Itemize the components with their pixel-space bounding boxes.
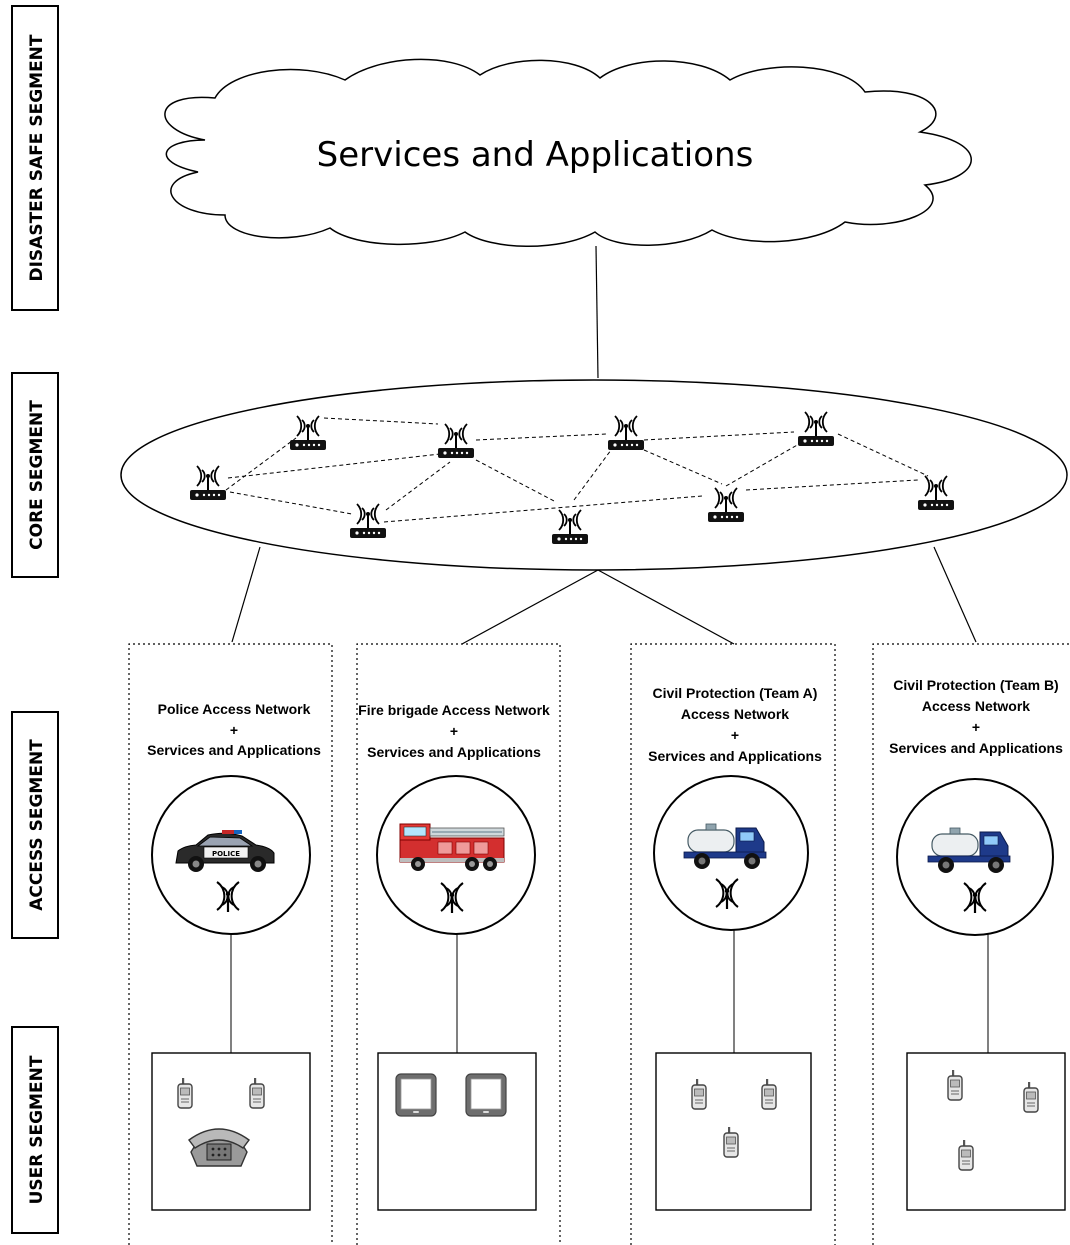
civil-a-network-subtitle: Access Network <box>681 706 789 722</box>
civil-b-network-services: Services and Applications <box>889 740 1063 756</box>
segment-label-access-text: ACCESS SEGMENT <box>27 739 47 911</box>
core-access-links <box>231 546 977 645</box>
access-network-police: Police Access Network + Services and App… <box>128 643 333 1245</box>
access-network-fire: Fire brigade Access Network + Services a… <box>356 643 561 1245</box>
desk-telephone-icon <box>188 1128 250 1167</box>
police-network-title: Police Access Network <box>158 701 311 717</box>
cloud-shape <box>164 58 972 247</box>
civil-b-network-title: Civil Protection (Team B) <box>893 677 1058 693</box>
segment-label-access: ACCESS SEGMENT <box>11 711 59 939</box>
civil-b-network-plus: + <box>972 719 980 735</box>
services-cloud: Services and Applications <box>164 58 972 247</box>
fire-network-title: Fire brigade Access Network <box>358 702 550 718</box>
civil-a-network-plus: + <box>731 727 739 743</box>
civil-a-network-services: Services and Applications <box>648 748 822 764</box>
police-network-plus: + <box>230 722 238 738</box>
civil-b-network-subtitle: Access Network <box>922 698 1030 714</box>
tablet-icon <box>465 1073 507 1117</box>
fire-network-plus: + <box>450 723 458 739</box>
core-ellipse <box>120 379 1068 571</box>
segment-label-core-text: CORE SEGMENT <box>27 400 47 550</box>
link-cloud-core <box>595 245 599 379</box>
core-mesh-links <box>225 417 929 523</box>
fire-network-services: Services and Applications <box>367 744 541 760</box>
access-network-civil-b: Civil Protection (Team B) Access Network… <box>872 643 1070 1245</box>
segment-label-user-text: USER SEGMENT <box>27 1055 47 1204</box>
civil-a-network-title: Civil Protection (Team A) <box>653 685 818 701</box>
access-network-civil-a: Civil Protection (Team A) Access Network… <box>630 643 836 1245</box>
civil-b-user-box <box>906 1052 1066 1211</box>
segment-label-user: USER SEGMENT <box>11 1026 59 1234</box>
tablet-icon <box>395 1073 437 1117</box>
civil-a-user-box <box>655 1052 812 1211</box>
core-network <box>120 379 1068 571</box>
police-network-services: Services and Applications <box>147 742 321 758</box>
cloud-title: Services and Applications <box>317 135 754 175</box>
segment-label-disaster-safe: DISASTER SAFE SEGMENT <box>11 5 59 311</box>
segment-label-disaster-safe-text: DISASTER SAFE SEGMENT <box>27 34 47 281</box>
segment-label-core: CORE SEGMENT <box>11 372 59 578</box>
